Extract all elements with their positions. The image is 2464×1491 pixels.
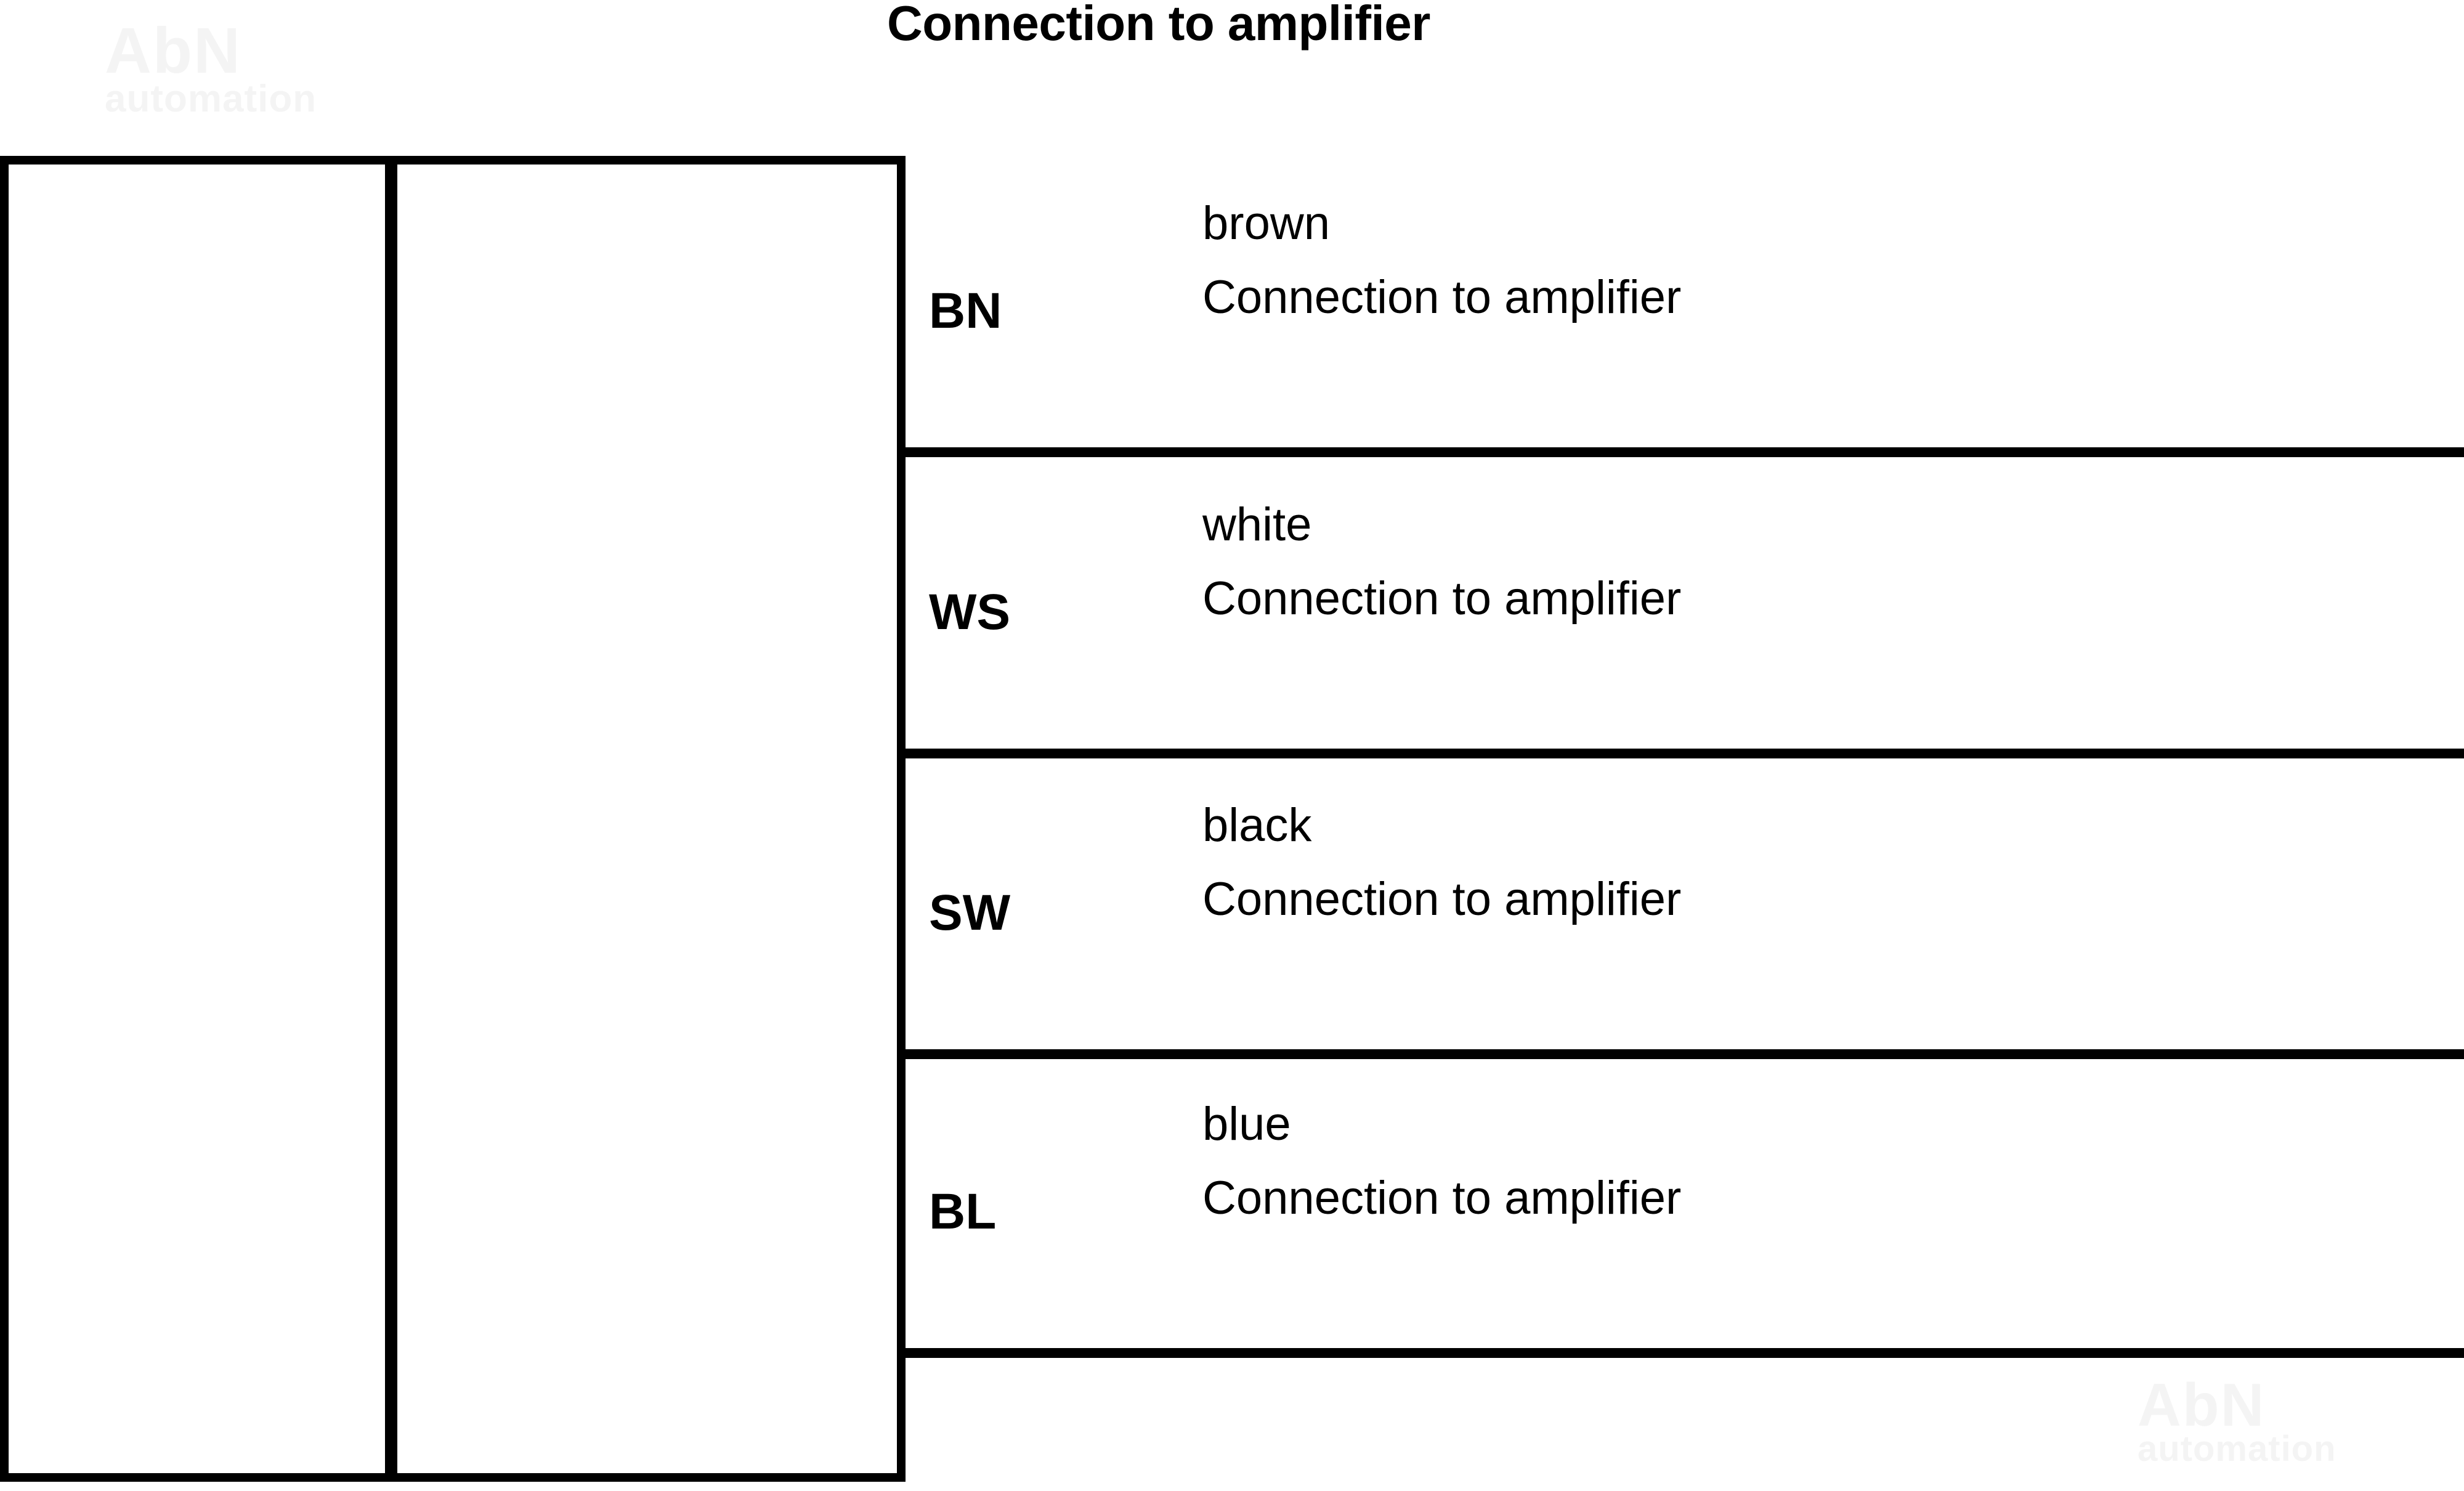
wire-text-group: white Connection to amplifier xyxy=(1202,502,1681,622)
wire-code: SW xyxy=(929,885,1011,941)
wire-description: Connection to amplifier xyxy=(1202,1172,1682,1224)
table-row: WS white Connection to amplifier xyxy=(906,457,2464,758)
table-row: SW black Connection to amplifier xyxy=(906,758,2464,1059)
row-separator xyxy=(906,1348,2464,1358)
wire-color-name: blue xyxy=(1202,1098,1291,1150)
watermark-tagline: automation xyxy=(105,77,317,120)
wire-text-group: blue Connection to amplifier xyxy=(1202,1101,1681,1222)
wire-code: BN xyxy=(929,283,1002,339)
watermark-tagline: automation xyxy=(2138,1429,2336,1469)
wire-description: Connection to amplifier xyxy=(1202,572,1682,625)
device-box-divider xyxy=(385,156,397,1482)
wiring-table: BN brown Connection to amplifier WS whit… xyxy=(906,156,2464,1491)
wire-color-name: brown xyxy=(1202,197,1330,250)
watermark-bottom-right: AbN automation xyxy=(2138,1371,2336,1469)
watermark-brand: AbN xyxy=(105,15,241,87)
wire-description: Connection to amplifier xyxy=(1202,271,1682,323)
watermark-top-left: AbN automation xyxy=(105,15,317,120)
wire-code: WS xyxy=(929,584,1011,640)
wire-color-name: black xyxy=(1202,799,1312,851)
wire-description: Connection to amplifier xyxy=(1202,873,1682,925)
device-cell-left xyxy=(9,156,385,1482)
wire-code: BL xyxy=(929,1184,997,1240)
wire-text-group: brown Connection to amplifier xyxy=(1202,200,1681,321)
watermark-brand: AbN xyxy=(2138,1371,2266,1439)
row-separator xyxy=(906,1049,2464,1059)
page-title: Connection to amplifier xyxy=(887,0,1430,51)
row-separator xyxy=(906,749,2464,758)
device-box xyxy=(0,156,906,1482)
table-row: BL blue Connection to amplifier xyxy=(906,1057,2464,1358)
device-cell-right xyxy=(397,156,897,1482)
row-separator xyxy=(906,447,2464,457)
wire-text-group: black Connection to amplifier xyxy=(1202,802,1681,923)
wire-color-name: white xyxy=(1202,498,1312,551)
table-row: BN brown Connection to amplifier xyxy=(906,156,2464,457)
table-row-empty xyxy=(906,1358,2464,1491)
